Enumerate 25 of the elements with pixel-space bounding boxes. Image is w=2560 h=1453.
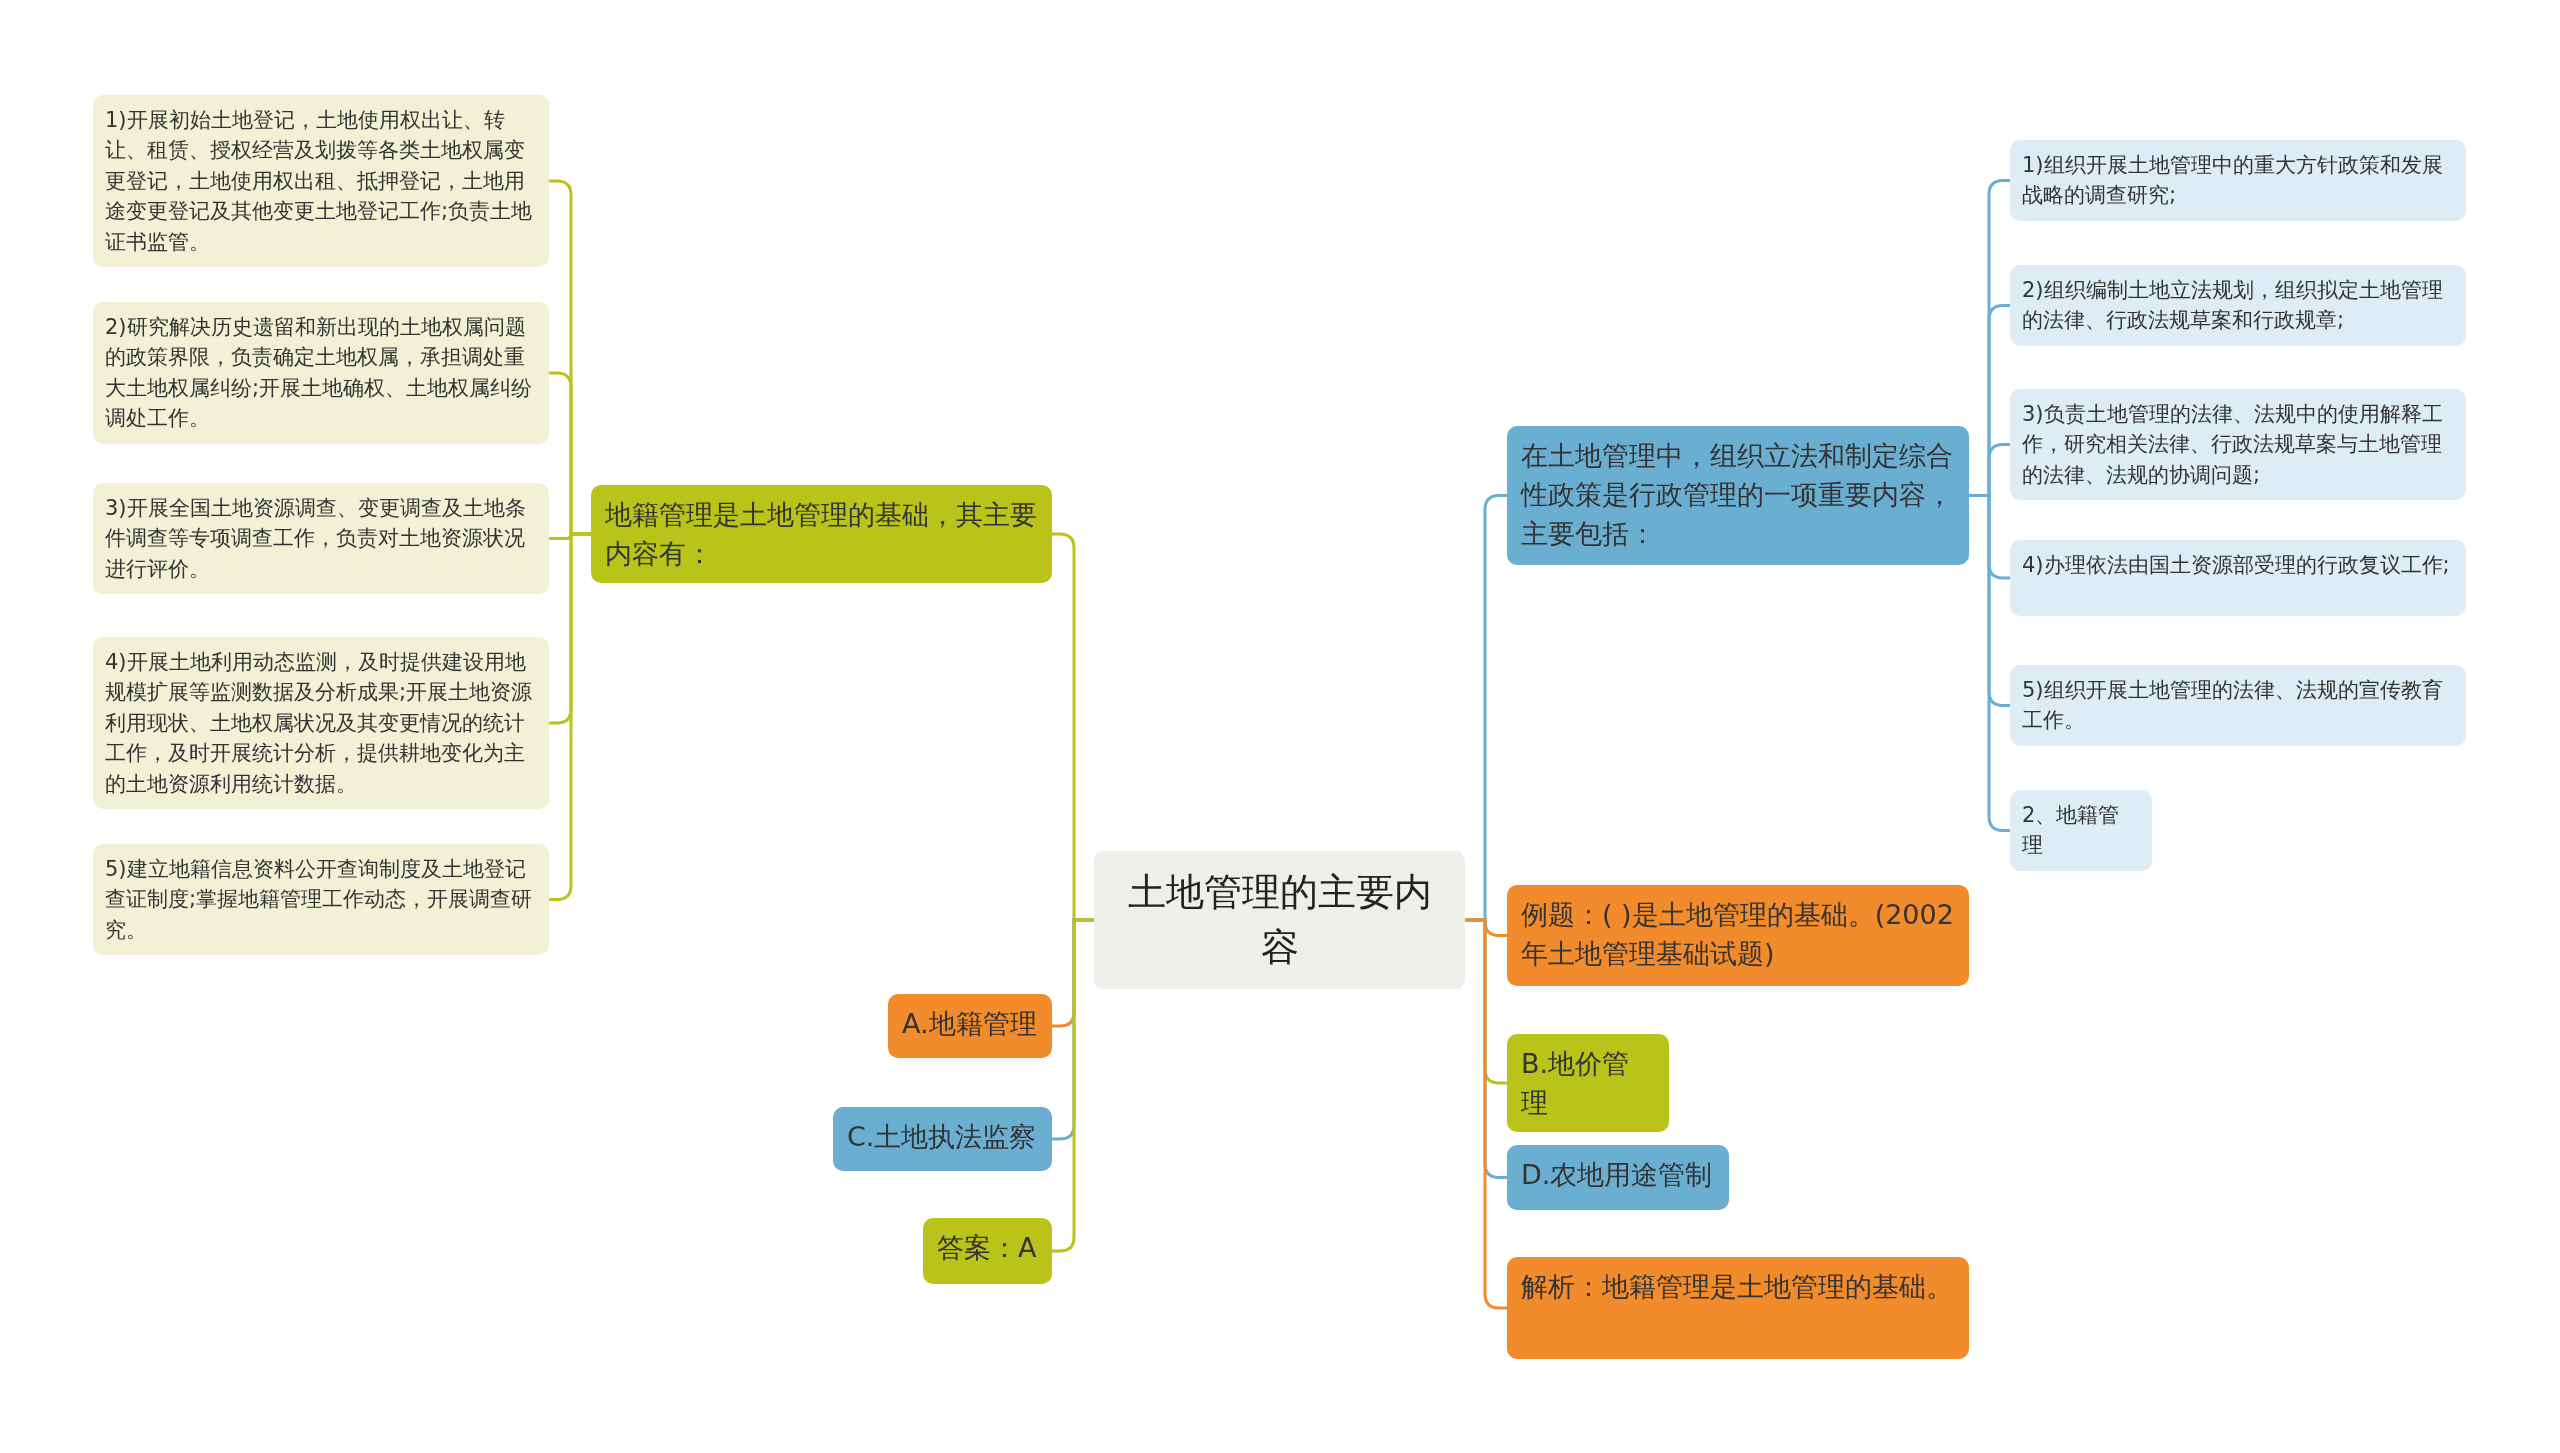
connector (1052, 918, 1094, 1253)
subtopic-box: 4)开展土地利用动态监测，及时提供建设用地规模扩展等监测数据及分析成果;开展土地资源利用现状、土地权属状况及其变更情况的统计工作，及时开展统计分析，提供耕地变化为主的土地资源利用统计数据。 (93, 637, 549, 810)
connector (1465, 918, 1507, 1310)
topic-box: B.地价管理 (1507, 1034, 1669, 1133)
topic-box: 地籍管理是土地管理的基础，其主要内容有： (591, 485, 1052, 584)
subtopic-box: 3)开展全国土地资源调查、变更调查及土地条件调查等专项调查工作，负责对土地资源状况进行评价。 (93, 483, 549, 595)
subtopic-box: 5)组织开展土地管理的法律、法规的宣传教育工作。 (2010, 665, 2466, 746)
central-topic-box: 土地管理的主要内容 (1094, 851, 1465, 990)
topic-box: 答案：A (923, 1218, 1052, 1284)
connector (549, 532, 591, 901)
subtopic-box: 5)建立地籍信息资料公开查询制度及土地登记查证制度;掌握地籍管理工作动态，开展调查研究。 (93, 844, 549, 956)
subtopic-box: 4)办理依法由国土资源部受理的行政复议工作; (2010, 540, 2466, 616)
topic-box: 解析：地籍管理是土地管理的基础。 (1507, 1257, 1969, 1359)
topic-box: C.土地执法监察 (833, 1107, 1052, 1171)
subtopic-box: 2)研究解决历史遗留和新出现的土地权属问题的政策界限，负责确定土地权属，承担调处重大土地权属纠纷;开展土地确权、土地权属纠纷调处工作。 (93, 302, 549, 444)
subtopic-box: 1)开展初始土地登记，土地使用权出让、转让、租赁、授权经营及划拨等各类土地权属变更登记，土地使用权出租、抵押登记，土地用途变更登记及其他变更土地登记工作;负责土地证书监管。 (93, 95, 549, 268)
subtopic-box: 2)组织编制土地立法规划，组织拟定土地管理的法律、行政法规草案和行政规章; (2010, 265, 2466, 346)
connector (1969, 494, 2010, 832)
subtopic-box: 1)组织开展土地管理中的重大方针政策和发展战略的调查研究; (2010, 140, 2466, 221)
subtopic-box: 3)负责土地管理的法律、法规中的使用解释工作，研究相关法律、行政法规草案与土地管理的法律、法规的协调问题; (2010, 389, 2466, 501)
topic-box: 在土地管理中，组织立法和制定综合性政策是行政管理的一项重要内容，主要包括： (1507, 426, 1969, 565)
topic-box: A.地籍管理 (888, 994, 1052, 1058)
subtopic-box: 2、地籍管理 (2010, 790, 2152, 871)
topic-box: 例题：( )是土地管理的基础。(2002年土地管理基础试题) (1507, 885, 1969, 986)
topic-box: D.农地用途管制 (1507, 1145, 1729, 1210)
